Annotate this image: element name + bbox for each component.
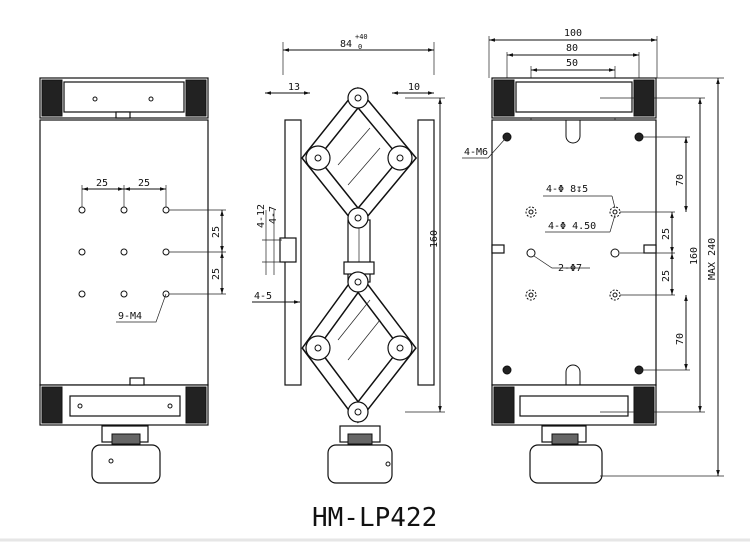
width-50: 50	[566, 58, 578, 69]
dim-4-5: 4-5	[254, 291, 272, 302]
dim-70-top: 70	[675, 174, 686, 186]
right-view: 100 80 50 4-M6	[462, 28, 724, 484]
dim-70-bottom: 70	[675, 333, 686, 345]
dim-160-right: 160	[689, 247, 700, 265]
dim-4-7: 4-7	[268, 206, 279, 224]
dim-v1: 25	[211, 226, 222, 238]
callout-9-m4: 9-M4	[118, 311, 142, 322]
bottom-plate	[491, 119, 657, 386]
adjust-knob	[91, 444, 161, 484]
main-plate	[39, 119, 209, 386]
width-100: 100	[564, 28, 582, 39]
tolerance-upper: +40	[355, 33, 368, 41]
side-view: 84 +40 0 13 10	[252, 33, 445, 484]
width-80: 80	[566, 43, 578, 54]
dim-4-12: 4-12	[256, 204, 267, 228]
dim-25-b: 25	[661, 270, 672, 282]
dim-25-a: 25	[661, 228, 672, 240]
dim-v2: 25	[211, 268, 222, 280]
dim-13: 13	[288, 82, 300, 93]
dim-h2: 25	[138, 178, 150, 189]
dim-160-side: 160	[429, 230, 440, 248]
dim-10: 10	[408, 82, 420, 93]
bottom-knob	[529, 444, 603, 484]
left-view: 25 25 25 25 9-M4	[39, 77, 226, 484]
callout-pin: 2-Φ7	[558, 263, 582, 274]
dim-h1: 25	[96, 178, 108, 189]
callout-counterbore: 4-Φ 8↧5	[546, 184, 588, 195]
tolerance-lower: 0	[358, 43, 362, 51]
overall-width: 84	[340, 39, 352, 50]
dim-max-240: MAX 240	[707, 238, 718, 280]
side-knob	[327, 444, 393, 484]
callout-4-m6: 4-M6	[464, 147, 488, 158]
callout-through: 4-Φ 4.50	[548, 221, 596, 232]
scissor-mechanism	[279, 86, 418, 424]
model-title: HM-LP422	[312, 503, 437, 533]
